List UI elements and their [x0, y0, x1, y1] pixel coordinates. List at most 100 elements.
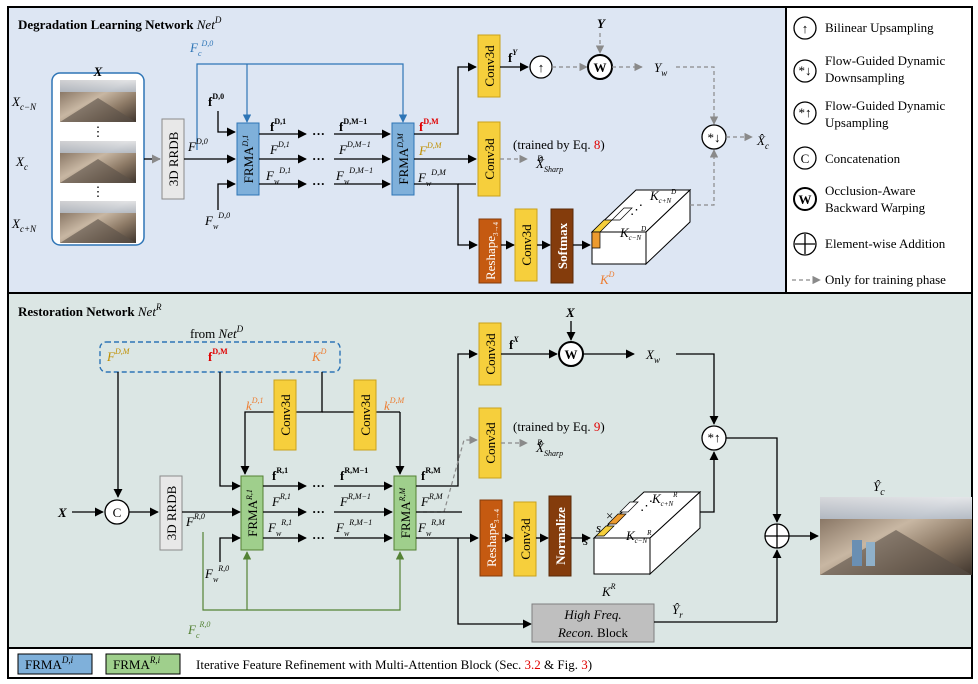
legend-downsampling-line1: Flow-Guided Dynamic — [825, 53, 945, 68]
input-frame-top — [60, 80, 136, 122]
flow-up-icon — [793, 101, 817, 125]
high-freq-block — [531, 603, 655, 643]
legend-flow-upsampling: *↑ Flow-Guided Dynamic Upsampling — [793, 98, 945, 130]
svg-text:Bilinear Upsampling: Bilinear Upsampling — [825, 20, 934, 35]
svg-text:W: W — [799, 192, 812, 207]
deg-softmax-block — [550, 208, 574, 284]
svg-text:Conv3d: Conv3d — [278, 394, 293, 436]
deg-conv-top — [477, 34, 501, 98]
legend-addition: Element-wise Addition — [793, 232, 946, 256]
input-frame-mid — [60, 141, 136, 183]
legend-downsampling: *↓ Flow-Guided Dynamic Downsampling — [793, 53, 945, 85]
legend-concatenation: C Concatenation — [793, 146, 901, 170]
res-normalize-block — [548, 495, 572, 577]
svg-text:*↑: *↑ — [708, 430, 721, 445]
svg-text:FRMAD,i: FRMAD,i — [25, 655, 74, 672]
legend-upsampling-line1: Flow-Guided Dynamic — [825, 98, 945, 113]
svg-text:···: ··· — [312, 504, 325, 519]
restoration-network: from NetD FD,M fD,M KD X C 3D RRDB kD,1 … — [57, 305, 972, 643]
svg-text:Y: Y — [597, 16, 606, 31]
svg-text:Ŷr: Ŷr — [672, 602, 683, 620]
svg-text:Conv3d: Conv3d — [519, 224, 534, 266]
svg-text:⋰: ⋰ — [630, 202, 643, 217]
res-rrdb-block — [159, 475, 183, 551]
deg-reshape-block — [478, 218, 502, 284]
legend-description: Iterative Feature Refinement with Multi-… — [196, 657, 592, 672]
restoration-title: Restoration Network NetR — [18, 302, 162, 319]
output-image — [820, 497, 972, 575]
svg-text:FRMAR,1: FRMAR,1 — [245, 489, 260, 537]
svg-text:Reshape3→4: Reshape3→4 — [483, 221, 500, 280]
res-conv-bottom — [513, 501, 537, 577]
svg-text:C: C — [801, 151, 810, 166]
svg-text:W: W — [565, 347, 578, 362]
frma-r-swatch — [105, 653, 181, 675]
svg-text:X: X — [565, 305, 575, 320]
svg-text:Recon. Block: Recon. Block — [557, 625, 629, 640]
svg-text:Normalize: Normalize — [553, 507, 568, 565]
svg-text:X: X — [57, 505, 67, 520]
frma-r1-block — [240, 475, 264, 551]
svg-text:fY: fY — [508, 48, 518, 65]
legend-warping: W Occlusion-Aware Backward Warping — [793, 183, 926, 215]
svg-text:···: ··· — [312, 176, 325, 191]
svg-text:Conv3d: Conv3d — [518, 518, 533, 560]
svg-text:Concatenation: Concatenation — [825, 151, 901, 166]
svg-text:*↑: *↑ — [799, 105, 812, 120]
res-conv-1 — [273, 379, 297, 451]
svg-text:from NetD: from NetD — [190, 324, 244, 341]
frma-d-swatch — [17, 653, 93, 675]
svg-text:Element-wise Addition: Element-wise Addition — [825, 236, 946, 251]
svg-text:(trained by Eq. 9): (trained by Eq. 9) — [513, 419, 605, 434]
svg-text:↑: ↑ — [538, 60, 545, 75]
legend-upsampling-line2: Upsampling — [825, 115, 889, 130]
svg-text:⋰: ⋰ — [640, 498, 653, 513]
svg-text:(trained by Eq. 8): (trained by Eq. 8) — [513, 137, 605, 152]
res-conv-m — [353, 379, 377, 451]
svg-text:W: W — [594, 60, 607, 75]
legend-panel — [785, 6, 973, 294]
svg-text:···: ··· — [312, 126, 325, 141]
svg-text:*↓: *↓ — [799, 63, 812, 78]
upsample-icon — [793, 16, 817, 40]
svg-text:*↓: *↓ — [708, 130, 721, 145]
svg-text:s: s — [596, 520, 601, 535]
svg-text:Conv3d: Conv3d — [482, 45, 497, 87]
svg-text:3D RRDB: 3D RRDB — [164, 485, 179, 540]
svg-text:s: s — [583, 533, 588, 548]
svg-text:Conv3d: Conv3d — [483, 333, 498, 375]
legend-warping-line2: Backward Warping — [825, 200, 926, 215]
legend-upsampling: ↑ Bilinear Upsampling — [793, 16, 934, 40]
svg-text:···: ··· — [312, 151, 325, 166]
degradation-title: Degradation Learning Network NetD — [18, 15, 222, 32]
flow-down-icon — [793, 59, 817, 83]
svg-text:···: ··· — [312, 478, 325, 493]
svg-text:Softmax: Softmax — [555, 222, 570, 269]
frma-rm-block — [393, 475, 417, 551]
res-kernel-cube: s s × Kc−NR Kc+NR ⋰ — [583, 490, 702, 576]
svg-text:···: ··· — [312, 530, 325, 545]
svg-text:⋮: ⋮ — [92, 184, 105, 199]
svg-text:C: C — [113, 505, 122, 520]
svg-text:3D RRDB: 3D RRDB — [166, 131, 181, 186]
legend-list: ↑ Bilinear Upsampling *↓ Flow-Guided Dyn… — [792, 16, 946, 287]
svg-text:fX: fX — [509, 335, 519, 352]
svg-text:Reshape3→4: Reshape3→4 — [484, 508, 501, 567]
svg-text:FRMAD,1: FRMAD,1 — [241, 135, 256, 184]
svg-text:Only for training phase: Only for training phase — [825, 272, 946, 287]
input-frame-bottom — [60, 201, 136, 243]
legend-downsampling-line2: Downsampling — [825, 70, 905, 85]
svg-text:⋮: ⋮ — [92, 124, 105, 139]
degradation-network: X ⋮ ⋮ Xc−N Xc Xc+N 3D RRDB FcD,0 — [11, 16, 769, 287]
input-x-label: X — [93, 64, 103, 79]
deg-kernel-cube: ⋰ Kc−ND Kc+ND — [590, 188, 692, 266]
svg-text:Conv3d: Conv3d — [482, 138, 497, 180]
svg-text:Conv3d: Conv3d — [358, 394, 373, 436]
svg-text:FRMAR,i: FRMAR,i — [113, 655, 161, 672]
svg-text:High Freq.: High Freq. — [563, 607, 621, 622]
legend-warping-line1: Occlusion-Aware — [825, 183, 916, 198]
svg-text:×: × — [606, 508, 613, 523]
concat-icon — [793, 146, 817, 170]
svg-text:↑: ↑ — [802, 21, 809, 36]
